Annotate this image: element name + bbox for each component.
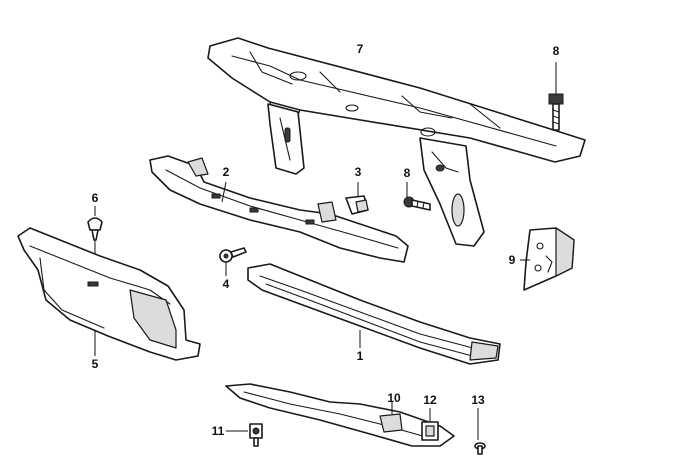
callout-12: 12 — [423, 393, 437, 407]
callout-2: 2 — [223, 165, 230, 179]
callout-4: 4 — [223, 277, 230, 291]
part-3-clip — [345, 182, 369, 215]
part-1-lower-crossmember — [247, 263, 501, 365]
callout-8-lower: 8 — [404, 166, 411, 180]
part-8-bolt-upper — [548, 62, 564, 131]
part-12-clip — [421, 408, 439, 441]
part-10-lower-shield — [225, 383, 455, 447]
callout-9: 9 — [509, 253, 516, 267]
callout-5: 5 — [92, 357, 99, 371]
part-9-bracket — [520, 227, 575, 291]
part-4-screw — [219, 247, 247, 276]
callout-11: 11 — [212, 424, 225, 438]
callout-7: 7 — [357, 42, 364, 56]
callout-3: 3 — [355, 165, 362, 179]
callout-1: 1 — [357, 349, 364, 363]
part-2-carrier-bar — [149, 155, 409, 263]
callout-labels: 7 8 2 3 8 6 9 4 1 5 10 12 13 11 — [92, 42, 560, 438]
callout-8-upper: 8 — [553, 44, 560, 58]
part-5-air-duct — [17, 227, 201, 361]
callout-6: 6 — [92, 191, 99, 205]
part-8-bolt-lower — [403, 182, 431, 211]
part-13-screw — [474, 408, 486, 455]
callout-13: 13 — [471, 393, 485, 407]
callout-10: 10 — [387, 391, 401, 405]
part-11-screw — [226, 423, 263, 447]
part-7-front-panel — [207, 37, 586, 247]
